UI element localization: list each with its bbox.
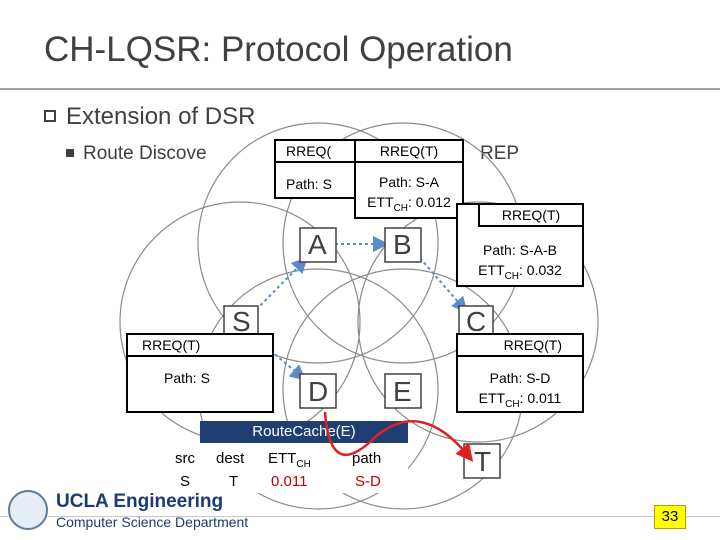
logo-ucla-engineering: UCLA Engineering [56,491,224,512]
cache-cell-dest: T [229,473,239,490]
rreq-path: Path: S [286,176,332,192]
node-s: S [232,306,251,337]
cache-cell-ett: 0.011 [271,473,308,490]
page-number: 33 [654,505,686,529]
node-c: C [466,306,487,337]
arrow-s-to-a [251,257,308,315]
footer-divider [0,516,720,517]
node-d-shape [299,373,337,409]
bullet-route-discovery: Route Discove [83,143,207,164]
rreq-path: Path: S-A-B [483,242,557,258]
route-cache-table [164,443,408,493]
node-s-shape [223,305,259,337]
node-e-shape [384,373,422,409]
node-e: E [393,376,412,407]
rreq-header: RREQ(T) [478,203,584,227]
rreq-ett: ETTCH: 0.032 [456,261,584,286]
node-c-shape [458,305,494,337]
bullet-extension-of-dsr: Extension of DSR [66,103,256,130]
ett-label: ETT [478,390,506,406]
ett-value: : 0.012 [408,194,451,210]
node-d: D [308,376,329,407]
cache-col-src: src [175,450,195,467]
ett-subscript: CH [505,398,520,410]
cache-col-path: path [352,450,382,467]
arrow-s-to-d [251,334,307,381]
bullet-rrep-suffix: REP [480,143,520,164]
square-bullet-icon [66,149,74,157]
node-a: A [308,229,327,260]
ett-subscript: CH [504,270,520,282]
logo-computer-science-department: Computer Science Department [56,514,249,530]
ett-label: ETT [478,262,505,278]
cache-cell-src: S [180,473,191,490]
rrep-path-arrow [323,411,474,462]
ett-value: : 0.011 [519,390,562,406]
rreq-ett: ETTCH: 0.012 [354,193,464,218]
range-circle-c [357,201,599,443]
cache-col-ett: ETTCH [268,450,311,470]
ett-label: ETT [268,450,297,467]
ett-subscript: CH [296,459,311,470]
rreq-header: RREQ(T) [456,333,584,357]
ett-subscript: CH [393,202,409,214]
rreq-header: RREQ(T) [126,333,274,357]
route-cache-header-bar [200,421,408,443]
ucla-seal-icon [8,490,48,530]
node-a-shape [299,227,337,263]
slide-title: CH-LQSR: Protocol Operation [44,30,513,69]
cache-cell-path: S-D [355,473,381,490]
ett-value: : 0.032 [519,262,562,278]
node-t: T [474,446,492,477]
rreq-header: RREQ(T) [354,139,464,163]
checkbox-bullet-icon [44,110,56,122]
node-b: B [393,229,412,260]
ett-label: ETT [367,194,394,210]
cache-col-dest: dest [216,450,245,467]
rreq-path: Path: S-D [489,370,551,386]
rreq-ett: ETTCH: 0.011 [456,389,584,414]
range-circle-a [197,122,439,364]
rreq-path: Path: S [164,370,210,386]
title-divider [0,88,720,90]
node-b-shape [384,227,422,263]
rreq-path: Path: S-A [379,174,439,190]
